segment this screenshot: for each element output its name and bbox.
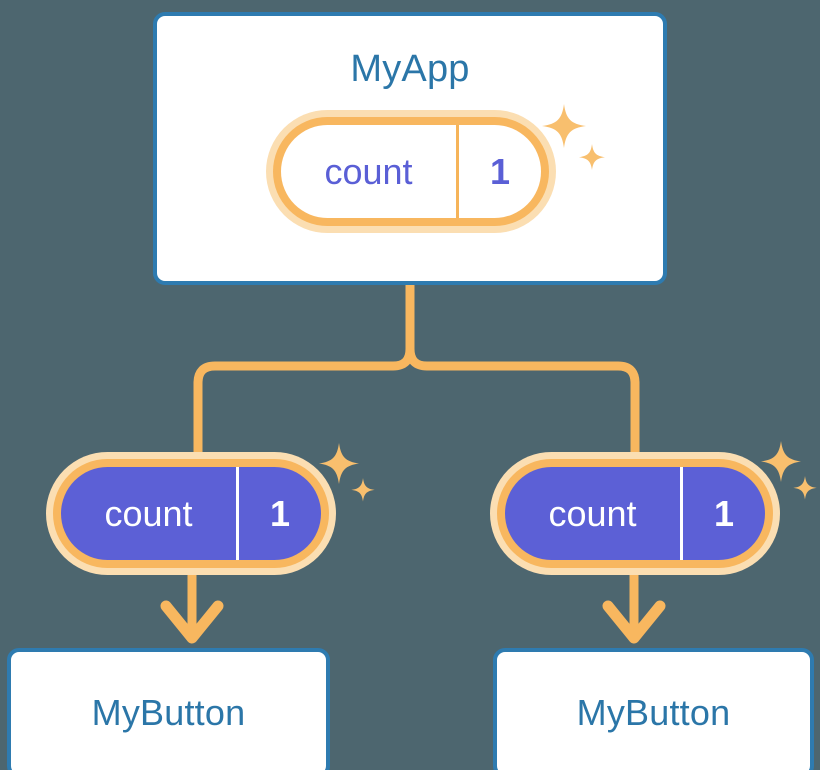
state-value-label: 1 xyxy=(489,150,511,192)
pill-body: count 1 xyxy=(505,467,765,560)
state-pill-child-left[interactable]: count 1 xyxy=(46,452,336,575)
arrow-head-right xyxy=(602,600,666,644)
connector-root-to-left xyxy=(193,280,415,457)
state-key-label: count xyxy=(505,467,683,560)
pill-body: count 1 xyxy=(61,467,321,560)
state-value-label: 1 xyxy=(713,492,735,534)
connector-root-to-right xyxy=(405,280,640,457)
arrow-head-left xyxy=(160,600,224,644)
state-value-label: 1 xyxy=(269,492,291,534)
component-title-mybutton: MyButton xyxy=(576,692,731,733)
state-key-label: count xyxy=(281,125,459,218)
component-card-mybutton-left[interactable]: MyButton xyxy=(7,648,330,770)
component-title-mybutton: MyButton xyxy=(91,692,246,733)
component-card-mybutton-right[interactable]: MyButton xyxy=(493,648,814,770)
pill-body: count 1 xyxy=(281,125,541,218)
state-pill-myapp[interactable]: count 1 xyxy=(266,110,556,233)
state-pill-child-right[interactable]: count 1 xyxy=(490,452,780,575)
component-title-myapp: MyApp xyxy=(350,48,470,90)
state-key-label: count xyxy=(61,467,239,560)
